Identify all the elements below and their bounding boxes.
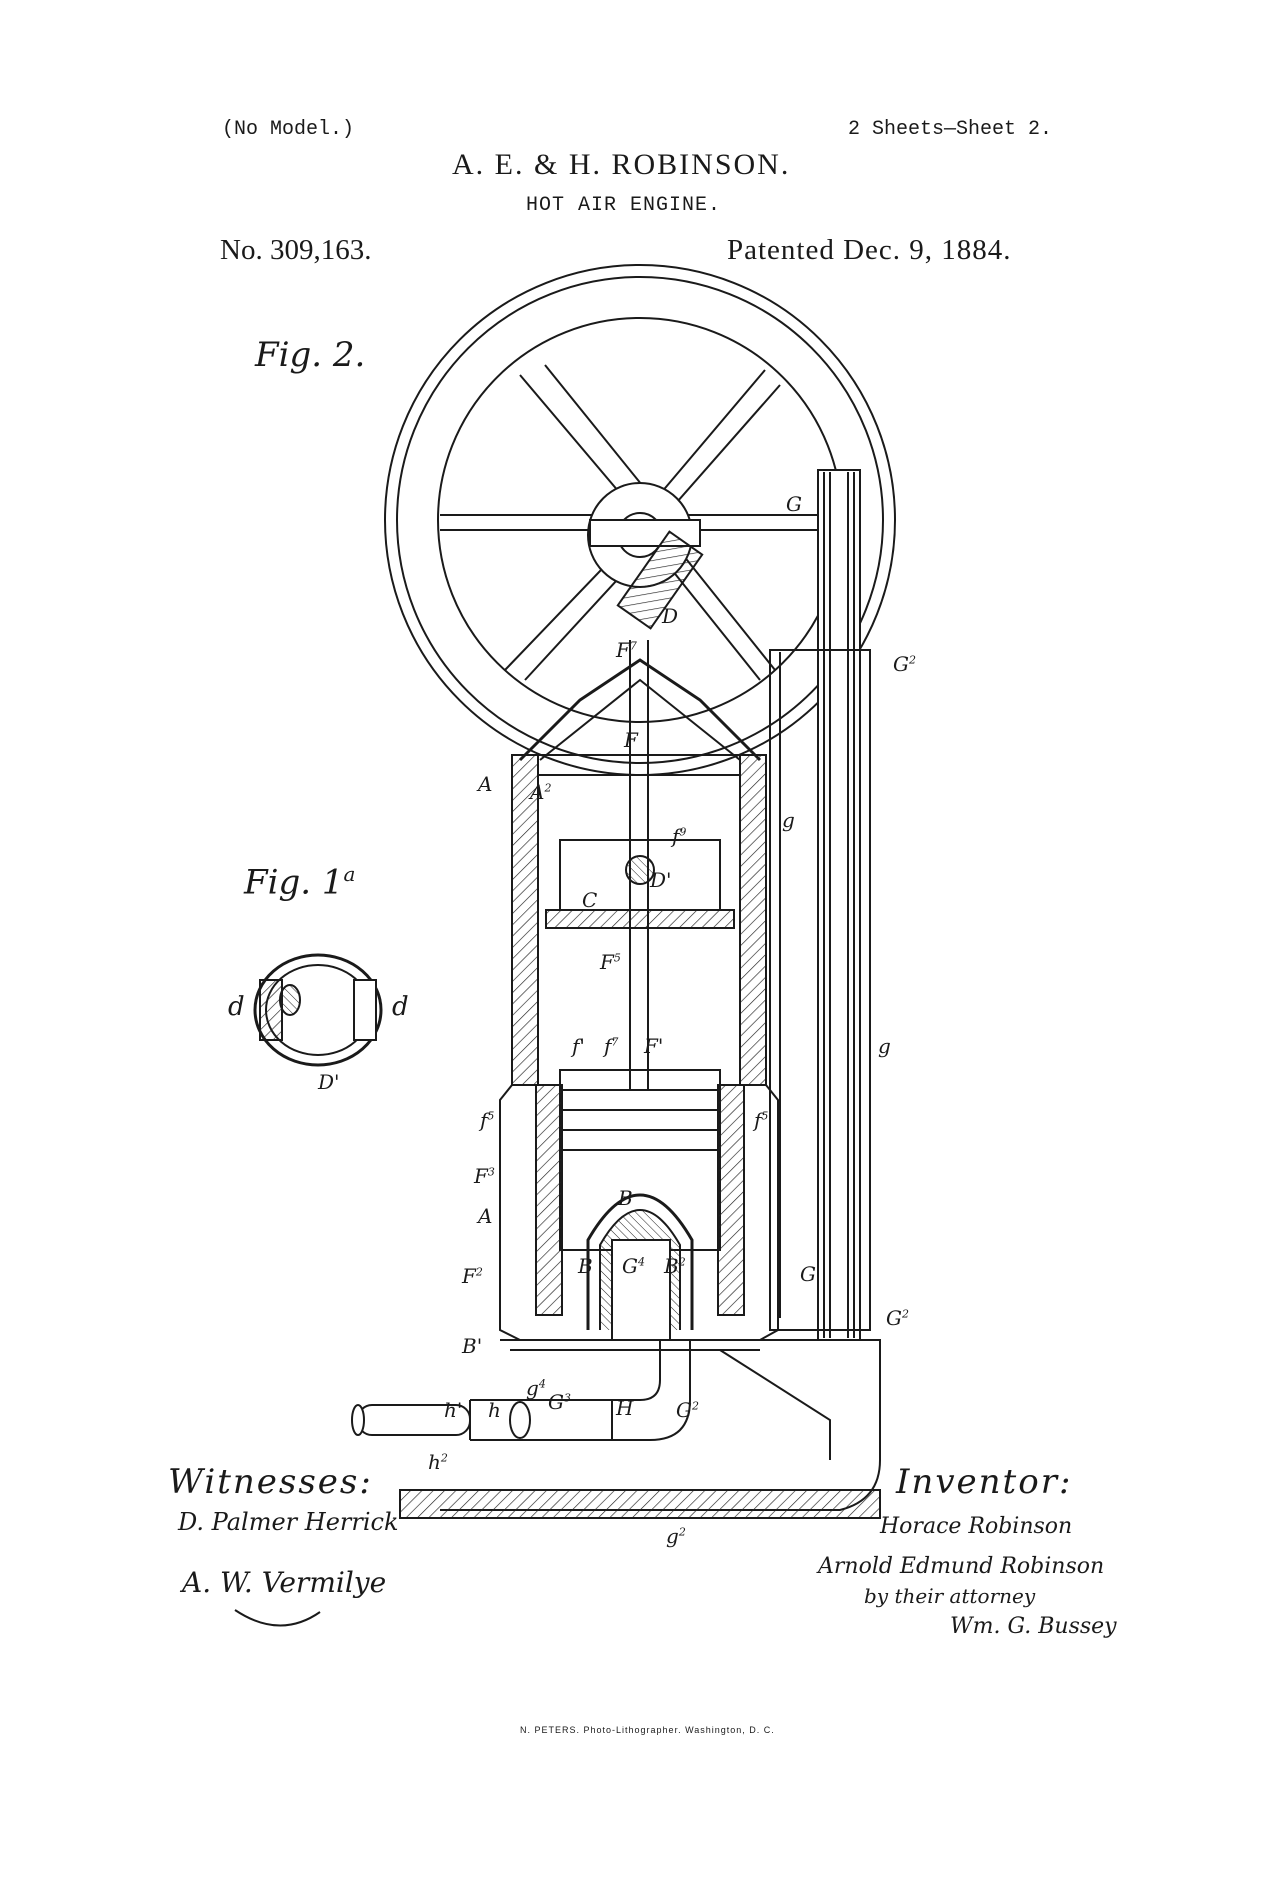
fig-1a-ring xyxy=(253,953,383,1067)
witness-signature-2: A. W. Vermilye xyxy=(182,1566,387,1599)
label-h2: h2 xyxy=(428,1450,448,1474)
label-f7: f7 xyxy=(604,1034,619,1058)
label-F: F xyxy=(624,728,638,752)
patent-date: Patented Dec. 9, 1884. xyxy=(727,234,1012,266)
figure-1a-label: Fig. 1a xyxy=(244,862,356,903)
witness-signature-1: D. Palmer Herrick xyxy=(178,1508,399,1536)
label-F2: F2 xyxy=(462,1264,483,1288)
label-fig1a-d-left: d xyxy=(228,992,245,1022)
inventor-label: Inventor: xyxy=(896,1462,1073,1502)
label-F7: F7 xyxy=(616,638,637,662)
label-B-left: B xyxy=(578,1254,593,1278)
engine-base xyxy=(351,1339,881,1519)
label-F3: F3 xyxy=(474,1164,495,1188)
label-g-mid: g xyxy=(782,808,795,832)
label-C: C xyxy=(582,888,598,912)
label-G4: G4 xyxy=(622,1254,645,1278)
label-G2-top: G2 xyxy=(893,652,916,676)
label-A2: A2 xyxy=(530,780,552,804)
no-model-note: (No Model.) xyxy=(222,118,355,141)
label-G3: G3 xyxy=(548,1390,571,1414)
witnesses-label: Witnesses: xyxy=(168,1462,373,1502)
label-fig1a-D1: D' xyxy=(318,1070,340,1094)
label-G-top: G xyxy=(786,492,802,516)
label-B2: B2 xyxy=(664,1254,686,1278)
label-H: H xyxy=(616,1396,634,1420)
inventor-signature-1: Horace Robinson xyxy=(880,1514,1073,1539)
label-g2: g2 xyxy=(666,1524,686,1548)
inventor-names: A. E. & H. ROBINSON. xyxy=(452,148,791,181)
patent-title: HOT AIR ENGINE. xyxy=(526,194,722,217)
label-D1: D' xyxy=(650,868,672,892)
label-f5-right: f5 xyxy=(754,1108,769,1132)
flywheel xyxy=(384,264,896,776)
label-h: h xyxy=(488,1398,501,1422)
label-D: D xyxy=(662,604,679,628)
sheet-number: 2 Sheets—Sheet 2. xyxy=(848,118,1053,141)
figure-2-label: Fig. 2. xyxy=(255,335,366,375)
label-fig1a-d-right: d xyxy=(392,992,409,1022)
label-f5-left: f5 xyxy=(480,1108,495,1132)
patent-number: No. 309,163. xyxy=(220,234,372,266)
lithographer-credit: N. PETERS. Photo-Lithographer. Washingto… xyxy=(520,1725,775,1735)
label-B-top: B xyxy=(618,1186,633,1210)
inventor-attorney-note: by their attorney xyxy=(864,1584,1036,1608)
label-A: A xyxy=(478,772,493,796)
attorney-signature: Wm. G. Bussey xyxy=(950,1614,1117,1639)
label-F5: F5 xyxy=(600,950,621,974)
label-f1: f' xyxy=(572,1034,585,1058)
cylinder xyxy=(499,640,779,1341)
label-F1: F' xyxy=(644,1034,664,1058)
label-G2-right: G2 xyxy=(886,1306,909,1330)
label-G2-bottom: G2 xyxy=(676,1398,699,1422)
label-h1: h' xyxy=(444,1398,463,1422)
label-g-right: g xyxy=(878,1034,891,1058)
label-B1: B' xyxy=(462,1334,483,1358)
label-G-lower: G xyxy=(800,1262,816,1286)
inventor-signature-2: Arnold Edmund Robinson xyxy=(818,1554,1105,1579)
label-f9: f9 xyxy=(672,824,687,848)
vertical-pipe-g xyxy=(769,469,871,1341)
label-g4: g4 xyxy=(526,1376,546,1400)
label-A-lower: A xyxy=(478,1204,493,1228)
